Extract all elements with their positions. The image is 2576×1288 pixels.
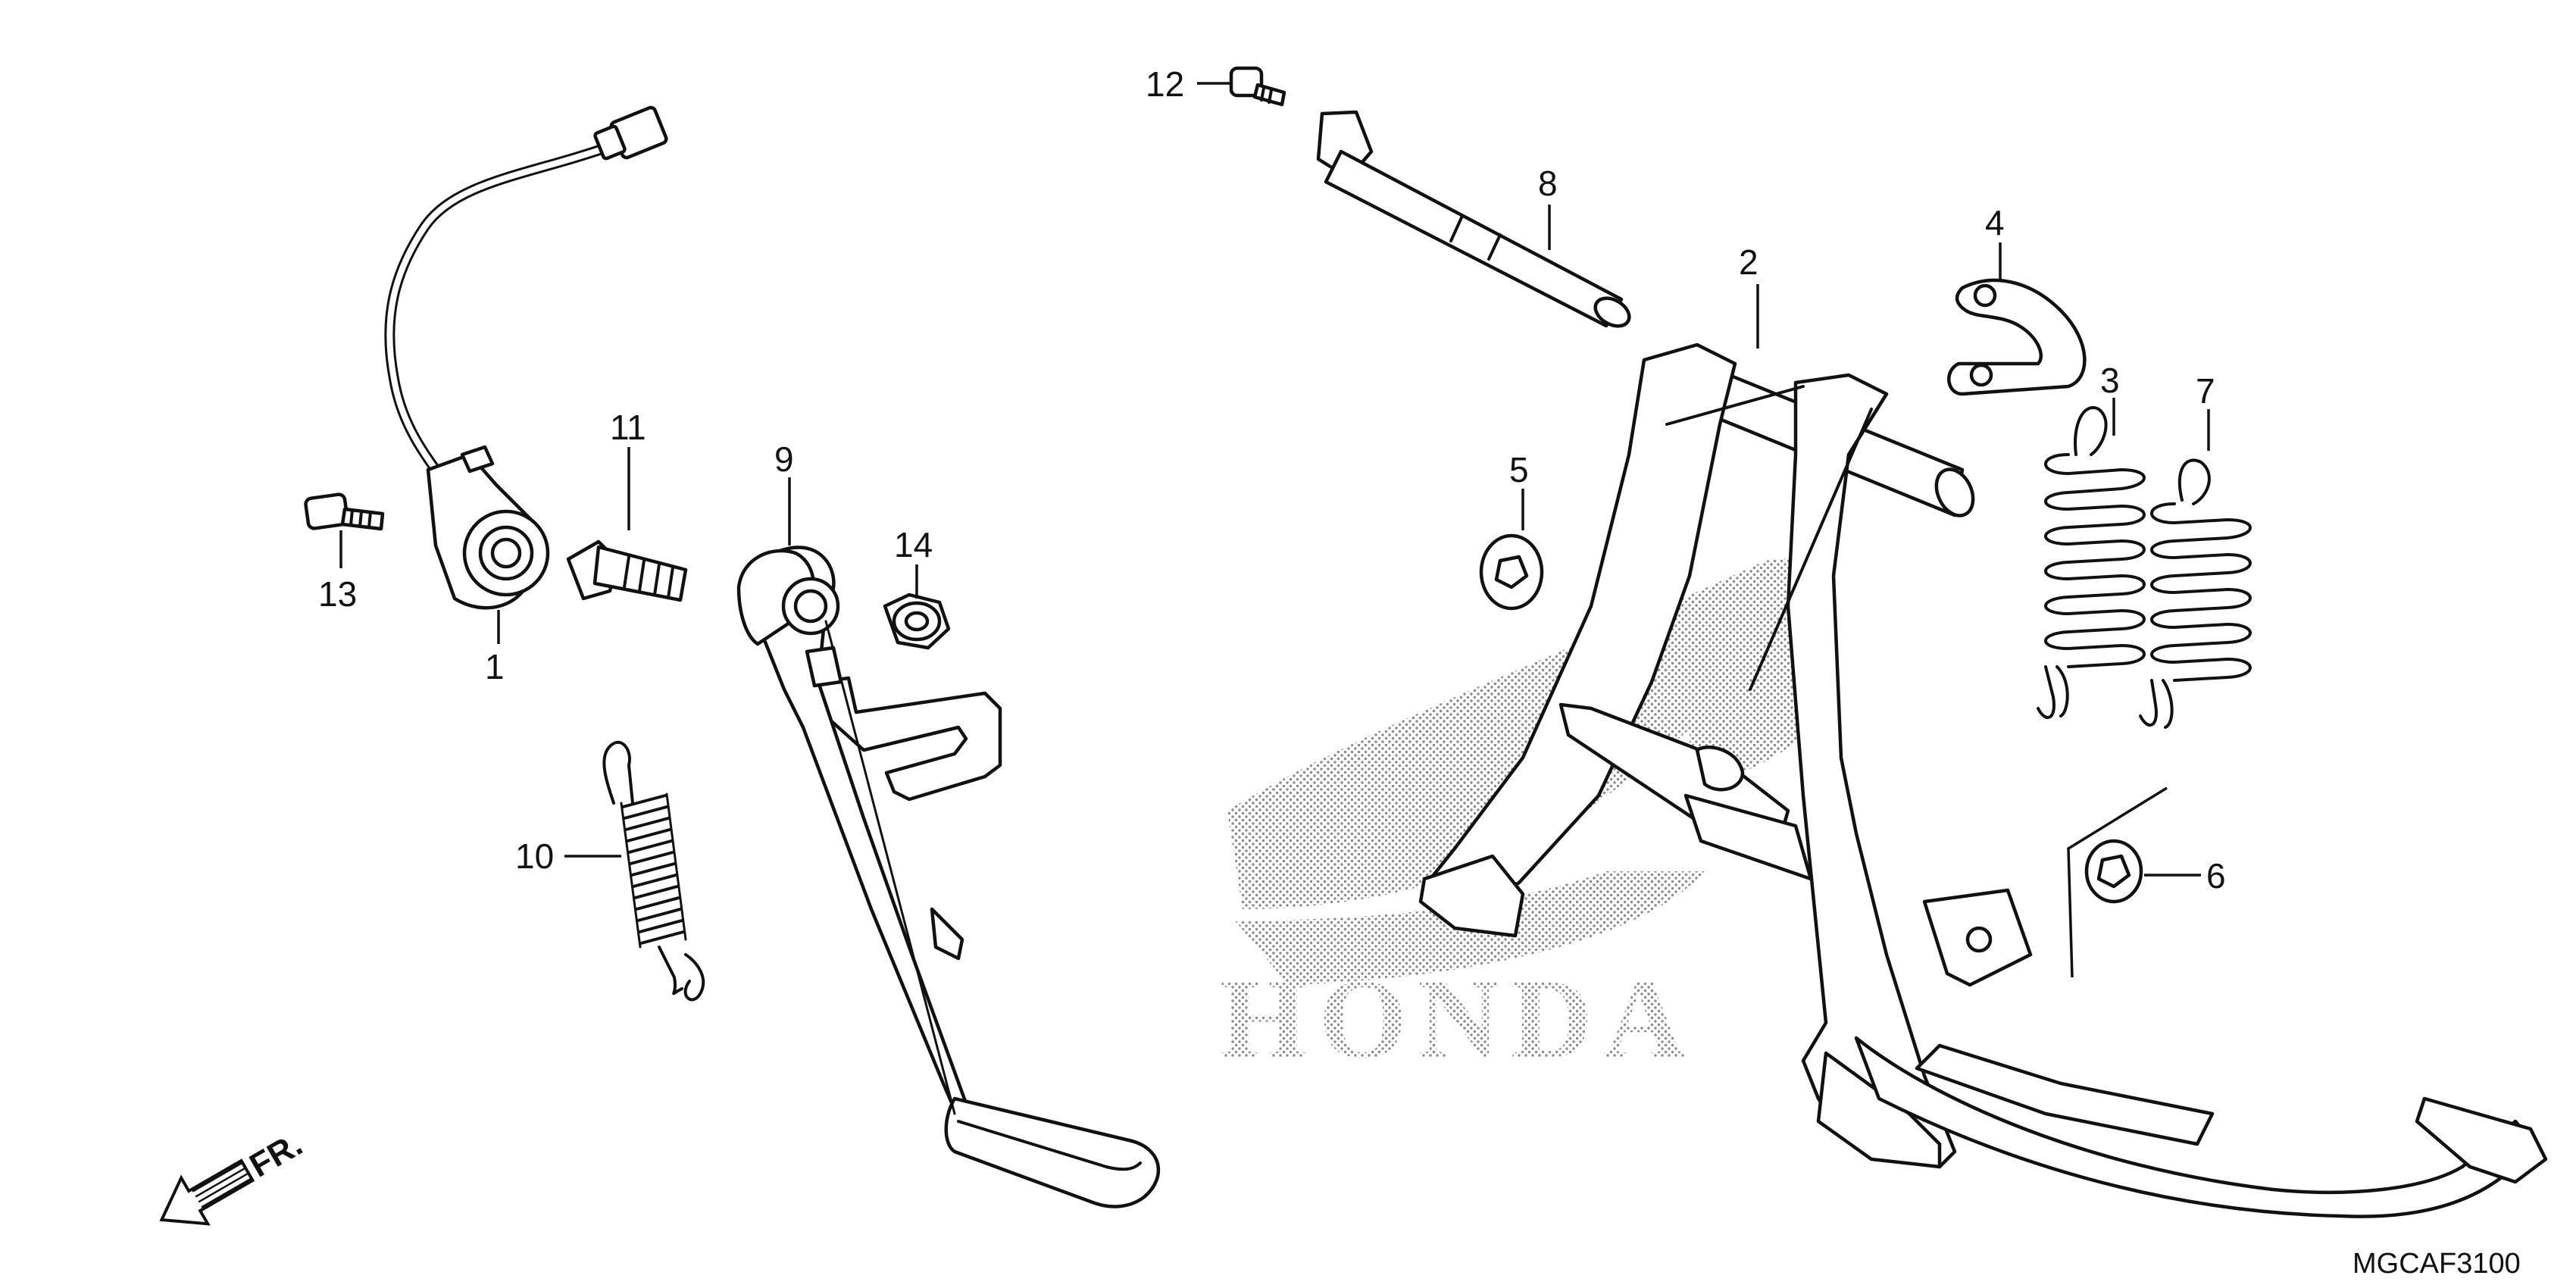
pivot-bolt-11 bbox=[566, 539, 688, 602]
watermark-text: HONDA bbox=[1220, 956, 1696, 1082]
leader-lines bbox=[339, 82, 2210, 877]
spring-10 bbox=[602, 740, 705, 1002]
callout-6: 6 bbox=[2206, 856, 2226, 896]
callout-11: 11 bbox=[610, 408, 646, 447]
bolt-13 bbox=[304, 492, 385, 531]
callout-1: 1 bbox=[485, 647, 505, 686]
shaft-8 bbox=[1316, 110, 1631, 328]
front-direction-arrow: FR. bbox=[159, 1126, 308, 1226]
callout-8: 8 bbox=[1538, 164, 1558, 203]
callout-13: 13 bbox=[318, 574, 357, 614]
washer-5 bbox=[1479, 533, 1544, 611]
callout-10: 10 bbox=[515, 836, 554, 876]
callout-9: 9 bbox=[774, 439, 794, 479]
arrow-icon bbox=[159, 1158, 255, 1226]
main-stand-2 bbox=[1418, 342, 2548, 1218]
callout-14: 14 bbox=[894, 525, 933, 564]
nut-14 bbox=[883, 592, 951, 650]
callout-2: 2 bbox=[1739, 242, 1758, 282]
side-stand-9 bbox=[736, 546, 1161, 1208]
bolt-12 bbox=[1229, 66, 1286, 107]
side-stand-switch bbox=[384, 105, 668, 610]
callout-5: 5 bbox=[1509, 450, 1529, 489]
callout-4: 4 bbox=[1985, 203, 2005, 242]
spring-7 bbox=[2139, 458, 2252, 729]
washer-6 bbox=[2067, 786, 2168, 978]
spring-3 bbox=[2037, 406, 2146, 719]
stopper-plate-4 bbox=[1947, 278, 2087, 396]
front-label: FR. bbox=[243, 1126, 308, 1185]
callout-7: 7 bbox=[2196, 371, 2215, 411]
diagram-code: MGCAF3100 bbox=[2352, 1248, 2521, 1280]
callout-3: 3 bbox=[2100, 361, 2120, 400]
callout-12: 12 bbox=[1146, 64, 1184, 104]
